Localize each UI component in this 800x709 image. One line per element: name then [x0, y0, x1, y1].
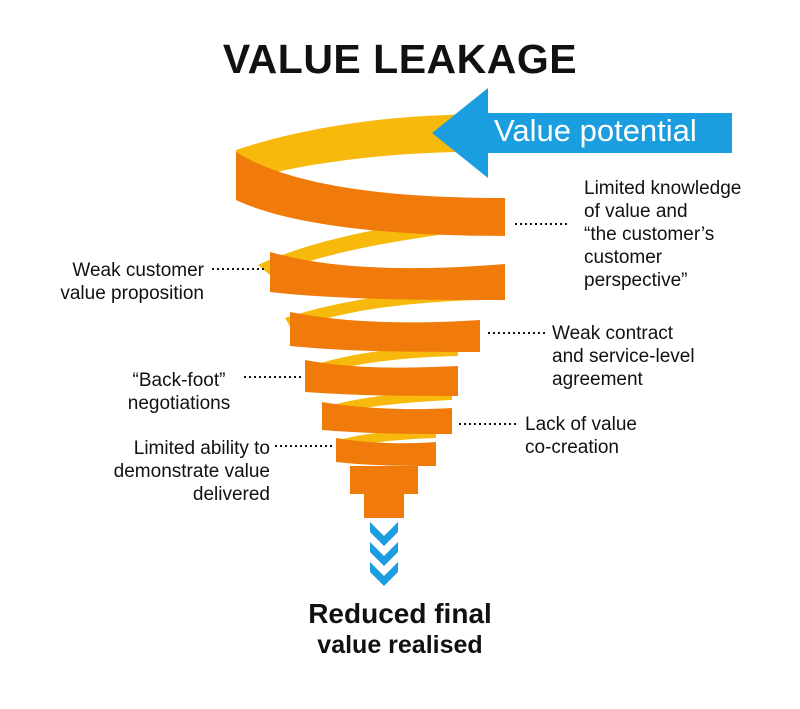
diagram-title: VALUE LEAKAGE [222, 36, 578, 82]
label-limited-knowledge: Limited knowledge of value and “the cust… [584, 178, 742, 291]
outcome-line-1: Reduced final [308, 598, 492, 629]
ribbon-front-1 [236, 152, 505, 236]
label-weak-proposition: Weak customer value proposition [60, 260, 204, 304]
funnel-front-ribbon [236, 152, 505, 518]
ribbon-back-5 [322, 390, 452, 416]
chevron-3 [370, 562, 398, 586]
value-potential-arrow [432, 88, 732, 178]
ribbon-front-3 [290, 312, 480, 352]
ribbon-front-7 [350, 466, 418, 494]
ribbon-front-2 [270, 252, 505, 300]
value-potential-label: Value potential [494, 113, 697, 148]
ribbon-front-4 [305, 360, 458, 396]
label-demonstrate: Limited ability to demonstrate value del… [113, 438, 270, 505]
label-weak-contract: Weak contract and service-level agreemen… [552, 323, 695, 390]
label-co-creation: Lack of value co-creation [525, 414, 637, 458]
down-chevrons-icon [370, 522, 398, 586]
ribbon-front-8 [364, 494, 404, 518]
ribbon-back-4 [305, 345, 458, 378]
outcome-label: Reduced final value realised [200, 598, 600, 660]
label-back-foot: “Back-foot” negotiations [127, 370, 231, 414]
ribbon-front-6 [336, 438, 436, 466]
ribbon-front-5 [322, 402, 452, 434]
leader-lines [212, 223, 570, 447]
outcome-line-2: value realised [317, 631, 483, 659]
chevron-2 [370, 542, 398, 566]
chevron-1 [370, 522, 398, 546]
